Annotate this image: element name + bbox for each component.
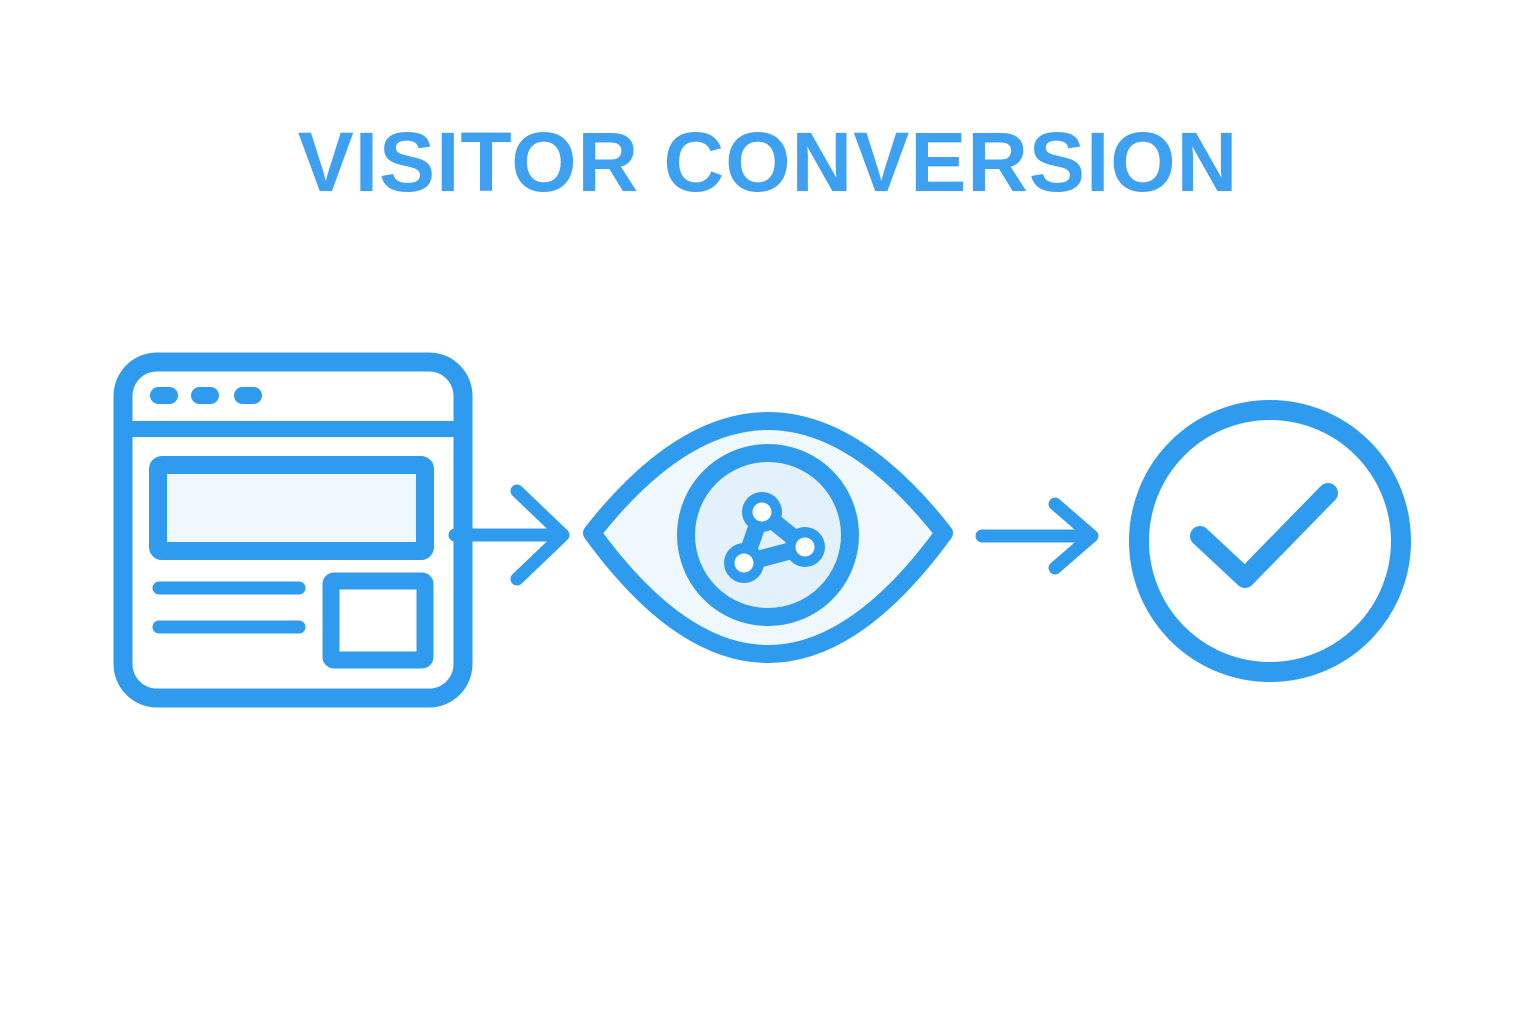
arrow-right-icon: [975, 490, 1099, 582]
browser-window-icon: [113, 352, 473, 708]
eye-share-icon: [580, 403, 956, 669]
arrow-right-icon: [448, 483, 573, 587]
diagram-title: VISITOR CONVERSION: [297, 115, 1239, 209]
share-network-icon: [724, 492, 825, 583]
check-circle-icon: [1128, 399, 1412, 683]
